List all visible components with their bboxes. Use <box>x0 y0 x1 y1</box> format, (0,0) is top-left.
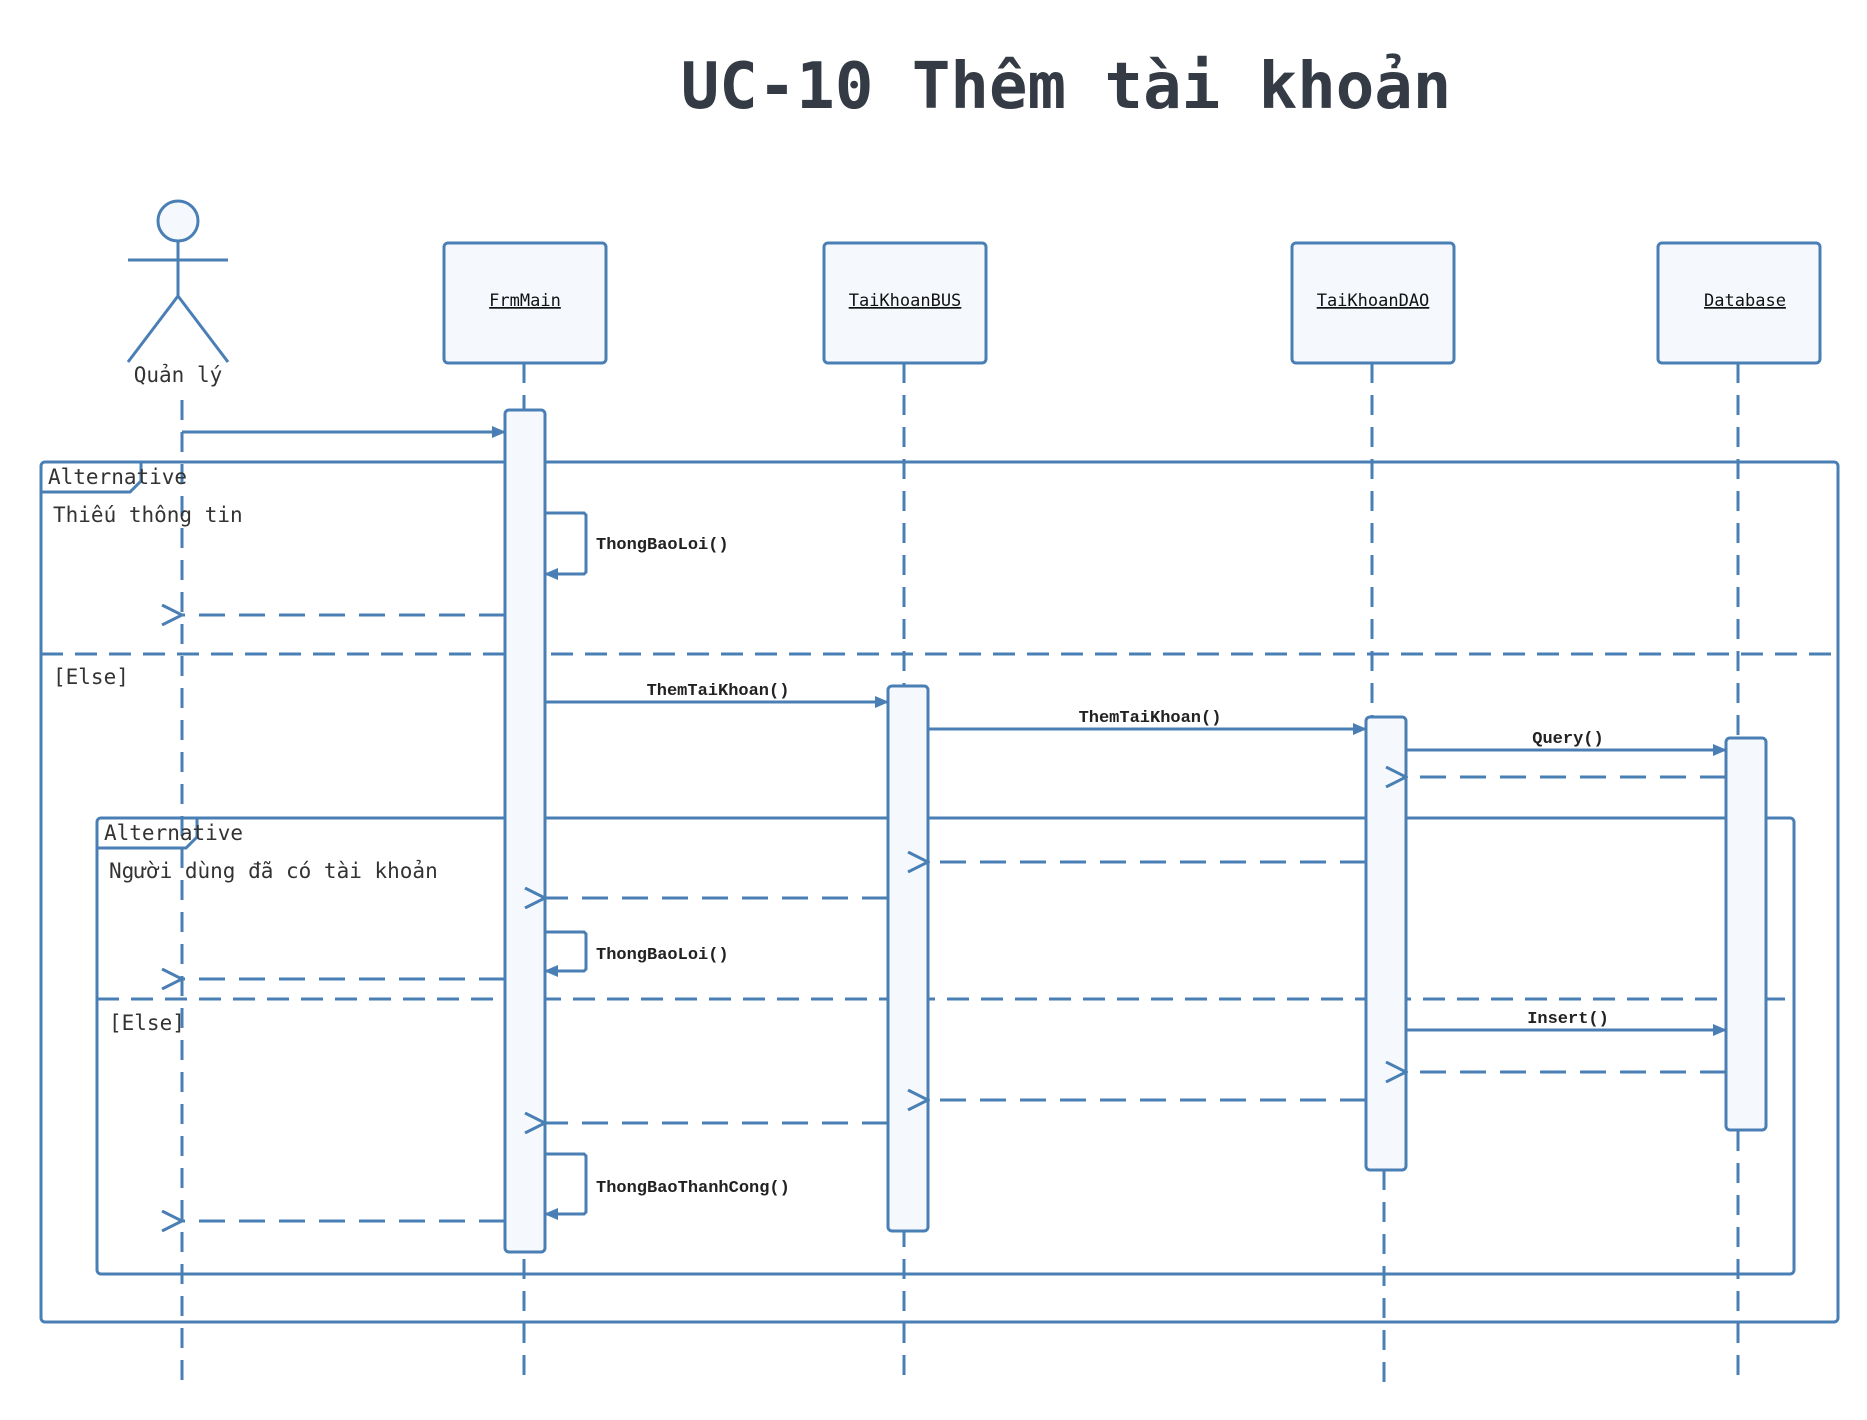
activation-db <box>1724 736 1768 1132</box>
label-them-tai-khoan-dao: ThemTaiKhoan() <box>1079 709 1222 728</box>
outer-alt-guard-2: [Else] <box>53 665 129 689</box>
self-message-thong-bao-loi-1 <box>544 511 588 580</box>
actor-label: Quản lý <box>134 363 223 387</box>
inner-alt-label: Alternative <box>104 821 243 845</box>
actor-stick-figure-icon <box>126 199 230 363</box>
participant-frmmain-label: FrmMain <box>489 291 561 311</box>
inner-alt-guard-2: [Else] <box>109 1011 185 1035</box>
participant-db <box>1656 241 1822 365</box>
outer-alt-label: Alternative <box>48 465 187 489</box>
participant-bus <box>822 241 988 365</box>
label-thong-bao-thanh-cong: ThongBaoThanhCong() <box>596 1179 790 1198</box>
label-thong-bao-loi-1: ThongBaoLoi() <box>596 536 729 555</box>
outer-alt-frame <box>39 460 1840 1324</box>
participant-dao-label: TaiKhoanDAO <box>1317 291 1430 311</box>
diagram-title: UC-10 Thêm tài khoản <box>681 50 1452 124</box>
activation-dao <box>1364 715 1408 1172</box>
inner-alt-guard-1: Người dùng đã có tài khoản <box>109 859 438 883</box>
participant-dao <box>1290 241 1456 365</box>
participant-db-label: Database <box>1704 291 1786 311</box>
self-message-thong-bao-thanh-cong <box>544 1152 588 1220</box>
label-thong-bao-loi-2: ThongBaoLoi() <box>596 946 729 965</box>
outer-alt-guard-1: Thiếu thông tin <box>53 503 243 527</box>
participant-bus-label: TaiKhoanBUS <box>849 291 962 311</box>
activation-bus <box>886 684 930 1233</box>
outer-alt-frame-tab <box>41 462 143 494</box>
self-message-thong-bao-loi-2 <box>544 930 588 977</box>
activation-frmmain <box>503 408 547 1254</box>
label-insert: Insert() <box>1527 1010 1609 1029</box>
label-query: Query() <box>1532 730 1603 749</box>
label-them-tai-khoan-bus: ThemTaiKhoan() <box>647 682 790 701</box>
participant-frmmain <box>442 241 608 365</box>
inner-alt-frame <box>95 816 1796 1276</box>
inner-alt-frame-tab <box>97 818 199 850</box>
